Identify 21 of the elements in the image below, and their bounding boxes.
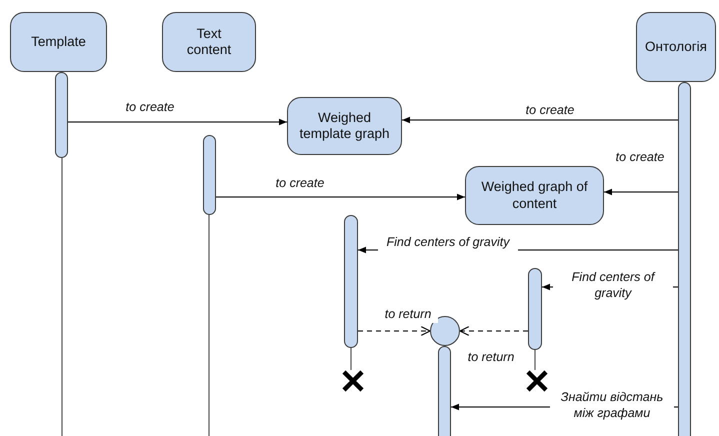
arrow (216, 194, 466, 200)
arrow (604, 188, 678, 196)
activation-bar (55, 72, 68, 158)
arrow (68, 118, 288, 126)
edge-label: Find centers of gravity (378, 235, 518, 251)
activation-bar (203, 135, 216, 215)
activation-bar (528, 268, 542, 350)
circle-node (430, 316, 460, 346)
participant-box: Weighed graph of content (465, 166, 604, 225)
activation-bar (438, 346, 451, 436)
arrow (459, 326, 528, 336)
edge-label: Find centers of gravity (553, 270, 673, 302)
activation-bar (344, 215, 358, 348)
participant-box: Template (10, 12, 107, 72)
participant-box: Weighed template graph (287, 97, 402, 155)
activation-bar (678, 82, 691, 436)
edge-label: Знайти відстань між графами (550, 390, 674, 422)
arrow (358, 326, 431, 336)
participant-box: Онтологія (636, 12, 716, 82)
participant-box: Text content (162, 12, 256, 72)
arrow (402, 116, 678, 124)
